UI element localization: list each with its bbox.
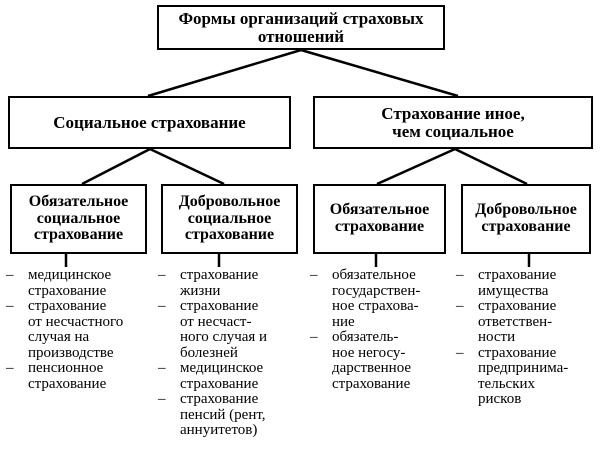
connector-l2b-l3c xyxy=(376,147,456,186)
list-item: –обязатель- ное негосу- дарственное стра… xyxy=(310,329,460,392)
connector-l2a-l3b xyxy=(149,147,225,186)
bullet-dash: – xyxy=(456,267,464,283)
list-item-text: страхование от несчастного случая на про… xyxy=(28,298,124,361)
box-mandatory-social-insurance: Обязательное социальное страхование xyxy=(10,184,147,254)
box-label: социальное xyxy=(36,209,121,227)
list-item-text: страхование жизни xyxy=(180,267,259,299)
root-box-forms-of-insurance: Формы организаций страховых отношений xyxy=(157,5,445,50)
box-non-social-insurance: Страхование иное, чем социальное xyxy=(313,96,593,149)
list-item: –страхование жизни xyxy=(158,267,308,299)
list-item-text: обязатель- ное негосу- дарственное страх… xyxy=(332,329,412,392)
box-label: Добровольное xyxy=(475,201,577,219)
list-item-text: медицинское страхование xyxy=(28,267,112,299)
bullet-dash: – xyxy=(158,298,166,314)
box-label: социальное xyxy=(187,209,272,227)
bullet-dash: – xyxy=(158,391,166,407)
bullet-dash: – xyxy=(6,360,14,376)
list-item-text: обязательное государствен- ное страхова-… xyxy=(332,267,421,330)
box-label: страхование xyxy=(33,226,124,244)
list-item-text: страхование предпринима- тельских рисков xyxy=(478,344,569,407)
box-label: страхование xyxy=(481,218,571,235)
box-social-insurance: Социальное страхование xyxy=(8,96,291,149)
list-item: –медицинское страхование xyxy=(158,360,308,392)
list-item-text: медицинское страхование xyxy=(180,360,264,392)
box-mandatory-insurance: Обязательное страхование xyxy=(313,184,446,254)
list-item-text: страхование от несчаст- ного случая и бо… xyxy=(180,298,268,361)
box-voluntary-insurance: Добровольное страхование xyxy=(461,184,591,254)
list-item-text: пенсионное страхование xyxy=(28,360,107,392)
box-voluntary-social-insurance: Добровольное социальное страхование xyxy=(161,184,298,254)
box-label: Обязательное xyxy=(28,192,129,210)
bullet-dash: – xyxy=(310,267,318,283)
bullet-dash: – xyxy=(456,298,464,314)
list-mandatory-insurance: –обязательное государствен- ное страхова… xyxy=(310,267,460,392)
box-label: Обязательное xyxy=(329,201,430,219)
list-item: –обязательное государствен- ное страхова… xyxy=(310,267,460,330)
connector-l2a-l3a xyxy=(81,147,151,186)
list-item: –страхование пенсий (рент, аннуитетов) xyxy=(158,391,308,439)
connector-l2b-l3d xyxy=(454,147,528,186)
list-mandatory-social-insurance: –медицинское страхование –страхование от… xyxy=(6,267,156,392)
box-label: страхование xyxy=(334,218,425,235)
bullet-dash: – xyxy=(310,329,318,345)
list-item: –страхование от несчаст- ного случая и б… xyxy=(158,298,308,361)
list-item: –страхование имущества xyxy=(456,267,600,299)
list-voluntary-insurance: –страхование имущества –страхование отве… xyxy=(456,267,600,408)
bullet-dash: – xyxy=(6,267,14,283)
list-item: –страхование предпринима- тельских риско… xyxy=(456,344,600,408)
list-item: –страхование от несчастного случая на пр… xyxy=(6,298,156,361)
list-voluntary-social-insurance: –страхование жизни –страхование от несча… xyxy=(158,267,308,439)
connector-top-left xyxy=(147,48,302,98)
bullet-dash: – xyxy=(456,344,464,361)
box-label: чем социальное xyxy=(392,121,514,141)
box-label: Добровольное xyxy=(178,192,281,210)
root-box-line: отношений xyxy=(257,26,345,46)
list-item: –медицинское страхование xyxy=(6,267,156,299)
list-item-text: страхование ответствен- ности xyxy=(478,298,557,345)
box-label: страхование xyxy=(184,226,275,244)
root-box-line: Формы организаций страховых xyxy=(178,8,424,28)
bullet-dash: – xyxy=(6,298,14,314)
connector-top-right xyxy=(300,48,459,98)
list-item: –страхование ответствен- ности xyxy=(456,298,600,346)
bullet-dash: – xyxy=(158,360,166,376)
box-label: Социальное страхование xyxy=(53,112,246,132)
bullet-dash: – xyxy=(158,267,166,283)
box-label: Страхование иное, xyxy=(381,103,525,123)
list-item-text: страхование пенсий (рент, аннуитетов) xyxy=(180,391,266,438)
list-item-text: страхование имущества xyxy=(478,267,557,299)
list-item: –пенсионное страхование xyxy=(6,360,156,392)
